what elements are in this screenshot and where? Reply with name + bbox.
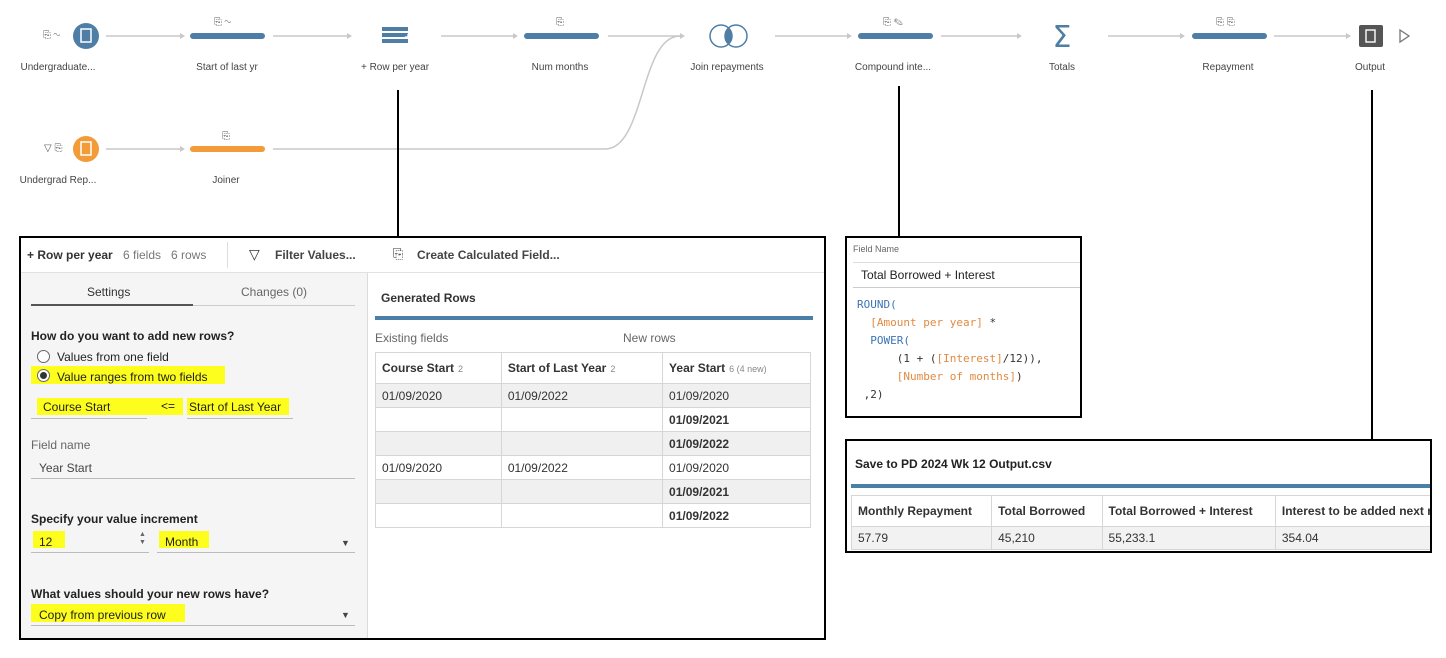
row-count: 6 rows [171, 248, 207, 262]
column-header[interactable]: Monthly Repayment [850, 495, 993, 527]
column-header[interactable]: Total Borrowed [991, 495, 1103, 527]
column-header[interactable]: Total Borrowed + Interest [1101, 495, 1276, 527]
chevron-down-icon[interactable]: ▼ [341, 538, 350, 548]
table-row: 01/09/2022 [375, 503, 811, 528]
new-rows-label: New rows [623, 331, 676, 345]
change-annotation-icon: ⎘ ✎ [883, 17, 903, 28]
clean-step-start-of-last-yr[interactable] [190, 33, 265, 39]
change-annotation-icon: ⎘ ∿ [214, 17, 231, 28]
run-flow-icon[interactable] [1399, 28, 1411, 44]
output-table: Monthly Repayment Total Borrowed Total B… [850, 495, 1430, 550]
input-node-undergrad-rep[interactable] [73, 136, 99, 162]
new-rows-step-icon[interactable]: + [382, 27, 411, 43]
node-label: Repayment [1202, 62, 1254, 73]
calc-field-name-input[interactable]: Total Borrowed + Interest [861, 268, 995, 282]
node-label: Start of last yr [196, 62, 258, 73]
change-annotation-icon: ⎘ [556, 17, 564, 28]
table-row: 01/09/2021 [375, 407, 811, 432]
clean-step-num-months[interactable] [524, 33, 599, 39]
calculated-field-icon: ⎘ [393, 246, 404, 261]
node-label: Join repayments [690, 62, 764, 73]
node-label: Compound inte... [854, 62, 932, 73]
range-from-field[interactable]: Course Start [43, 400, 111, 414]
increment-stepper[interactable]: ▲▼ [139, 531, 146, 546]
add-rows-question: How do you want to add new rows? [31, 329, 235, 343]
node-label: Num months [531, 62, 589, 73]
output-preview-panel: Save to PD 2024 Wk 12 Output.csv Monthly… [845, 439, 1432, 553]
node-label: Totals [1048, 62, 1076, 73]
increment-unit-select[interactable]: Month [165, 535, 199, 549]
svg-text:+: + [404, 32, 411, 41]
node-label: + Row per year [360, 62, 430, 73]
values-question: What values should your new rows have? [31, 587, 270, 601]
generated-rows-pane: Generated Rows Existing fields New rows … [369, 273, 824, 638]
filter-annotation-icon: ▽ ⎘ [44, 143, 63, 154]
chevron-down-icon[interactable]: ▼ [341, 610, 350, 620]
calc-formula-editor[interactable]: ROUND( [Amount per year] * POWER( (1 + (… [857, 298, 1043, 401]
column-header[interactable]: Interest to be added next month [1274, 495, 1430, 527]
node-label: Undergrad Rep... [19, 175, 97, 186]
change-annotation-icon: ⎘ ⎘ [1216, 17, 1235, 28]
table-row: 01/09/2022 [375, 431, 811, 456]
field-name-label: Field name [31, 438, 91, 452]
filter-values-button[interactable]: Filter Values... [275, 248, 356, 262]
step-name: + Row per year [27, 248, 113, 262]
create-calculated-field-button[interactable]: Create Calculated Field... [417, 248, 560, 262]
filter-icon: ▽ [249, 246, 260, 262]
radio-label: Value ranges from two fields [57, 370, 208, 384]
range-to-field[interactable]: Start of Last Year [189, 400, 282, 414]
clean-step-joiner[interactable] [190, 146, 265, 152]
table-row: 57.79 45,210 55,233.1 354.04 [850, 526, 1430, 550]
node-label: Undergraduate... [20, 62, 96, 73]
calculated-field-panel: Field Name Total Borrowed + Interest ROU… [845, 236, 1082, 418]
table-row: 01/09/2021 [375, 479, 811, 504]
field-name-input[interactable]: Year Start [39, 461, 92, 475]
change-annotation-icon: ⎘ [222, 131, 230, 142]
clean-step-repayment[interactable] [1192, 33, 1267, 39]
join-step-icon[interactable] [709, 24, 748, 48]
aggregate-sigma-icon[interactable]: Σ [1053, 20, 1072, 55]
change-annotation-icon: ⎘ ∿ [43, 30, 60, 41]
new-rows-step-panel: + Row per year 6 fields 6 rows ▽ Filter … [19, 236, 826, 640]
step-toolbar: + Row per year 6 fields 6 rows ▽ Filter … [21, 238, 824, 273]
new-row-values-select[interactable]: Copy from previous row [39, 608, 166, 622]
radio-values-one-field[interactable] [37, 350, 50, 363]
field-name-caption: Field Name [853, 244, 900, 254]
tab-settings[interactable]: Settings [87, 285, 131, 299]
clean-step-compound-interest[interactable] [858, 33, 933, 39]
increment-label: Specify your value increment [31, 512, 198, 526]
field-count: 6 fields [123, 248, 162, 262]
settings-pane: Settings Changes (0) How do you want to … [21, 273, 368, 638]
existing-fields-label: Existing fields [375, 331, 449, 345]
generated-rows-title: Generated Rows [381, 291, 476, 305]
node-label: Output [1354, 62, 1386, 73]
output-file-title: Save to PD 2024 Wk 12 Output.csv [855, 457, 1052, 471]
node-label: Joiner [212, 175, 240, 186]
radio-value-ranges-two-fields[interactable] [37, 369, 50, 382]
tab-changes[interactable]: Changes (0) [241, 285, 308, 299]
range-operator: <= [161, 399, 176, 413]
increment-value-input[interactable]: 12 [39, 535, 53, 549]
output-step-icon[interactable] [1359, 25, 1383, 47]
input-node-undergraduate[interactable] [73, 23, 99, 49]
radio-label: Values from one field [57, 350, 169, 364]
